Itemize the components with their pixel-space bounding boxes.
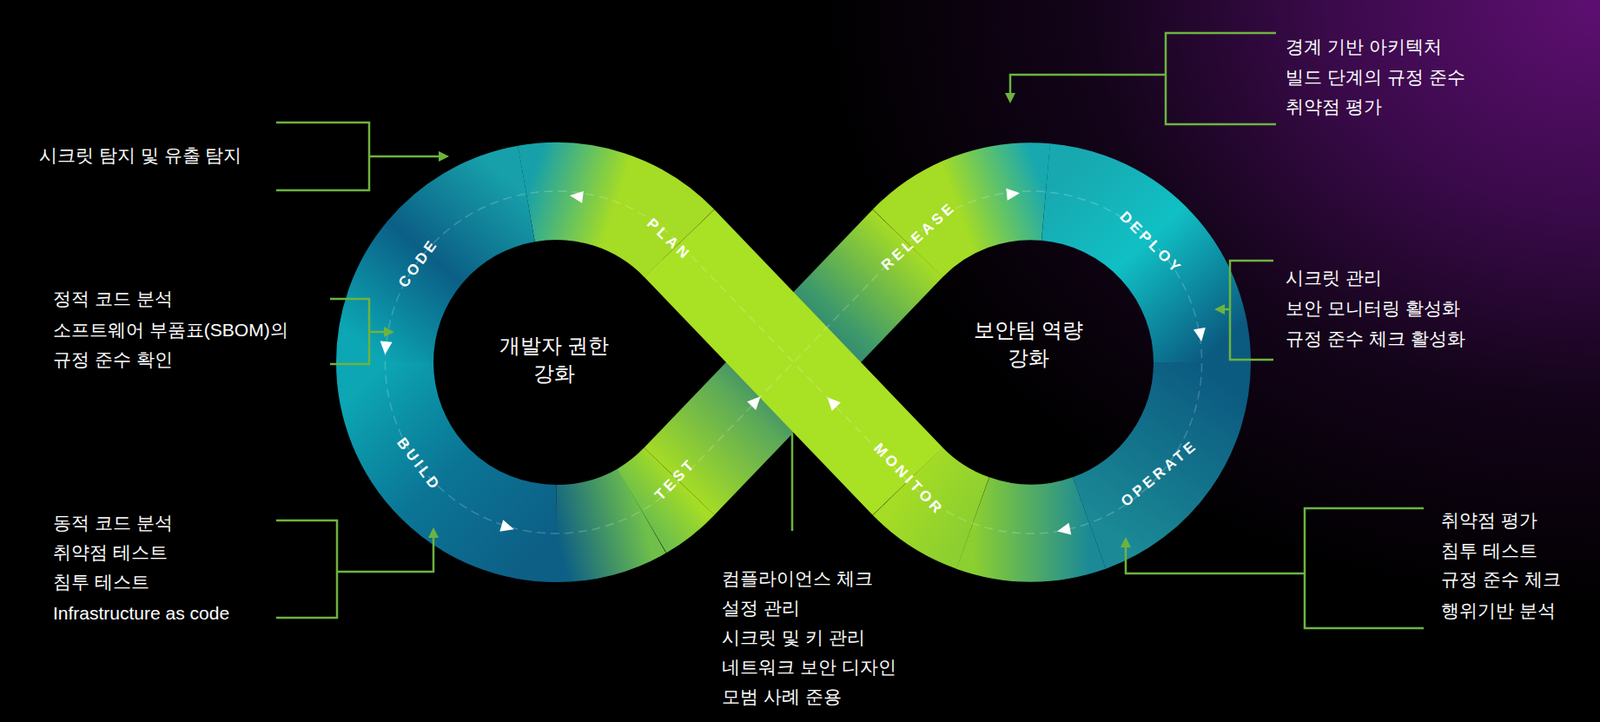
- callout-text: 빌드 단계의 규정 준수: [1285, 62, 1466, 93]
- loop-band: [1089, 362, 1203, 523]
- center-label: 개발자 권한 강화: [484, 331, 624, 388]
- leader-arrowhead: [383, 326, 395, 338]
- callout-text: 규정 준수 체크: [1441, 564, 1561, 595]
- leader-line: [369, 155, 440, 159]
- callout-text: 모범 사례 준용: [721, 681, 842, 712]
- callout-text: 취약점 평가: [1441, 505, 1538, 536]
- callout-text: 행위기반 분석: [1441, 595, 1556, 626]
- flow-arrowhead: [378, 340, 392, 355]
- leader-arrowhead: [1214, 304, 1225, 315]
- leader-arrowhead: [428, 527, 439, 538]
- bracket-line: [276, 520, 338, 618]
- loop-band: [555, 510, 642, 534]
- leader-line: [791, 433, 794, 531]
- leader-line: [337, 536, 434, 572]
- callout-text: 동적 코드 분석: [52, 508, 173, 538]
- callout-text: 소프트웨어 부품표(SBOM)의 규정 준수 확인: [52, 315, 314, 375]
- loop-midline: [384, 191, 1202, 534]
- callout-text: 컴플라이언스 체크: [721, 563, 873, 594]
- bracket-line: [1304, 508, 1424, 629]
- center-label: 보안팀 역량 강화: [958, 316, 1098, 372]
- leader-line: [1125, 546, 1305, 574]
- leader-line: [369, 330, 385, 334]
- flow-arrowhead: [822, 392, 840, 411]
- leader-arrowhead: [438, 151, 450, 162]
- callout-text: 정적 코드 분석: [52, 284, 173, 314]
- leader-arrowhead: [1004, 92, 1016, 104]
- flow-arrowhead: [1193, 327, 1208, 343]
- callout-text: 침투 테스트: [52, 567, 150, 597]
- bracket-line: [276, 122, 370, 191]
- flow-arrowhead: [1056, 522, 1072, 538]
- callout-text: 규정 준수 체크 활성화: [1285, 323, 1466, 354]
- callout-text: 네트워크 보안 디자인: [721, 652, 897, 682]
- callout-text: 취약점 평가: [1285, 92, 1382, 122]
- leader-line: [1010, 74, 1166, 94]
- callout-text: Infrastructure as code: [52, 598, 230, 629]
- callout-text: 침투 테스트: [1441, 535, 1538, 566]
- flow-arrowhead: [1005, 186, 1020, 200]
- loop-band: [384, 362, 556, 534]
- flow-arrowhead: [568, 189, 584, 204]
- bracket-line: [330, 298, 370, 364]
- callout-text: 보안 모니터링 활성화: [1285, 293, 1461, 324]
- callout-text: 경계 기반 아키텍처: [1285, 32, 1442, 62]
- leader-arrowhead: [1120, 536, 1131, 548]
- flow-arrowhead: [499, 519, 516, 536]
- bracket-line: [1229, 260, 1274, 360]
- callout-text: 시크릿 및 키 관리: [721, 622, 866, 653]
- callout-text: 시크릿 탐지 및 유출 탐지: [39, 140, 242, 171]
- leader-line: [1223, 308, 1230, 311]
- callout-text: 시크릿 관리: [1285, 263, 1382, 293]
- callout-text: 취약점 테스트: [52, 537, 168, 568]
- bracket-line: [1165, 33, 1277, 125]
- flow-arrowhead: [747, 391, 765, 410]
- callout-text: 설정 관리: [721, 593, 800, 623]
